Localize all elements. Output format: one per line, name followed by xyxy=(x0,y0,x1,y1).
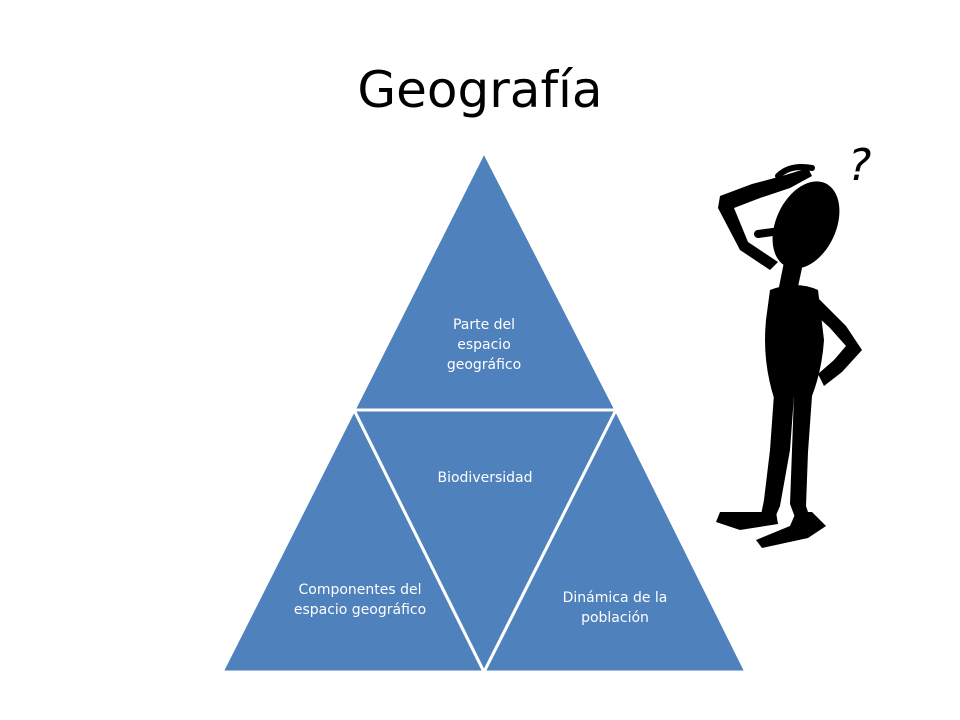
figure-foot-left xyxy=(716,512,778,530)
pyramid-label-center: Biodiversidad xyxy=(437,470,533,486)
figure-arm-raised xyxy=(718,168,812,270)
pyramid-segment-left xyxy=(219,406,487,674)
figure-arm-hip xyxy=(806,292,862,386)
figure-torso xyxy=(765,285,824,398)
figure-mouth xyxy=(754,226,792,238)
question-mark-icon: ? xyxy=(848,140,871,191)
pyramid-segment-right xyxy=(481,406,749,674)
figure-head xyxy=(772,181,840,269)
pyramid-label-top: Parte del espacio geográfico xyxy=(446,317,522,373)
slide-title: Geografía xyxy=(357,61,603,119)
pyramid-label-left: Componentes del espacio geográfico xyxy=(293,582,427,618)
figure-hand xyxy=(775,164,815,179)
figure-leg-right xyxy=(790,394,812,520)
pyramid-label-right: Dinámica de la población xyxy=(562,590,668,626)
figure-leg-left xyxy=(760,394,794,520)
figure-foot-right xyxy=(756,512,826,548)
